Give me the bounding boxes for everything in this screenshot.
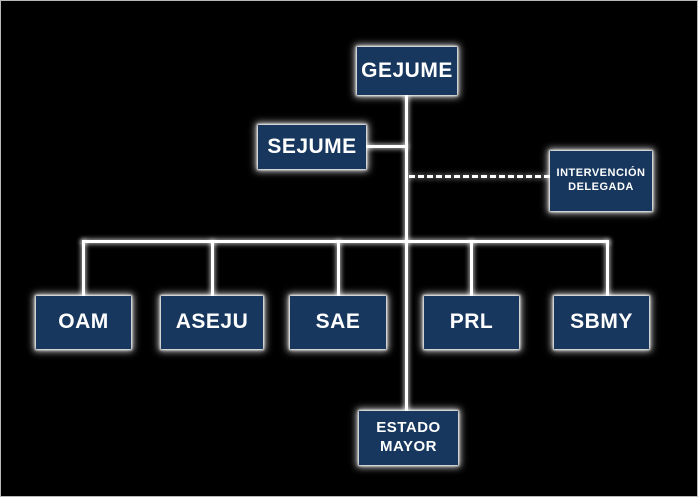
node-prl: PRL (424, 296, 519, 349)
connector-sejume-horizontal (365, 145, 407, 148)
connector-drop-sae (337, 241, 340, 297)
node-gejume-label: GEJUME (361, 58, 453, 82)
node-prl-label: PRL (449, 310, 494, 334)
node-estado-mayor: ESTADO MAYOR (359, 411, 458, 465)
node-sae-label: SAE (315, 310, 361, 334)
node-intervencion-delegada: INTERVENCIÓN DELEGADA (550, 151, 652, 211)
connector-drop-prl (470, 241, 473, 297)
connector-drop-aseju (211, 241, 214, 297)
node-sae: SAE (290, 296, 386, 349)
node-sejume: SEJUME (258, 125, 366, 169)
node-aseju-label: ASEJU (175, 310, 249, 334)
node-oam-label: OAM (58, 310, 109, 334)
node-estado-mayor-label-line1: ESTADO (376, 419, 441, 437)
connector-drop-oam (82, 241, 85, 297)
node-sejume-label: SEJUME (267, 134, 357, 158)
connector-horizontal-bar (82, 240, 609, 243)
node-oam: OAM (36, 296, 131, 349)
connector-intervencion-dashed (409, 175, 550, 178)
node-aseju: ASEJU (161, 296, 263, 349)
node-intervencion-delegada-label-line2: DELEGADA (568, 181, 634, 193)
node-estado-mayor-label-line2: MAYOR (380, 438, 437, 455)
node-intervencion-delegada-label-line1: INTERVENCIÓN (556, 167, 646, 180)
connector-drop-sbmy (606, 241, 609, 297)
node-sbmy: SBMY (554, 296, 649, 349)
node-sbmy-label: SBMY (570, 310, 633, 334)
connector-main-vertical (405, 94, 408, 413)
node-gejume: GEJUME (357, 47, 457, 95)
